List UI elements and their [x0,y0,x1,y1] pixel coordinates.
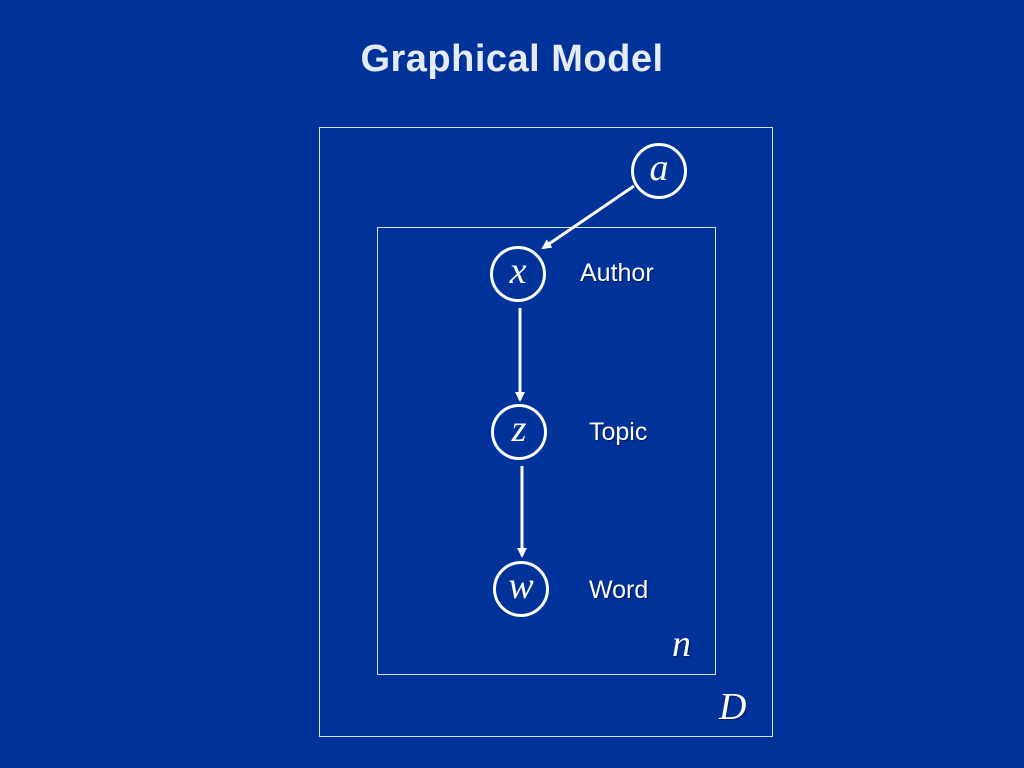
plate-inner-label: n [672,623,691,665]
node-a: a [631,143,687,199]
plate-outer [319,127,773,737]
node-x-label: x [509,250,527,292]
plate-inner [377,227,716,675]
node-z-label: z [511,408,527,450]
author-label: Author [580,259,654,287]
plate-outer-label: D [719,686,747,728]
slide-title: Graphical Model [360,38,664,80]
node-w: w [493,561,549,617]
word-label: Word [589,576,649,604]
node-x: x [490,246,546,302]
topic-label: Topic [589,418,648,446]
node-a-label: a [649,147,669,189]
node-w-label: w [508,565,534,607]
node-z: z [491,404,547,460]
